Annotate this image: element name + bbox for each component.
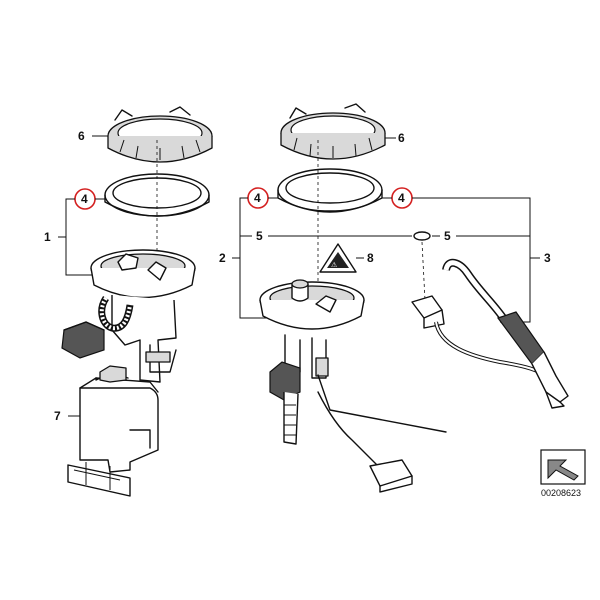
callout-ring-right: 6: [398, 131, 405, 145]
callout-seal-right: 4: [398, 191, 405, 205]
o-ring: [413, 231, 431, 241]
callout-ring-left: 6: [78, 129, 85, 143]
fuel-pump-flange-left: [90, 249, 196, 383]
callout-oring-right: 5: [444, 229, 451, 243]
locking-ring-right: [280, 103, 386, 160]
reference-number: 00208623: [541, 488, 581, 498]
callout-warning-label: 8: [367, 251, 374, 265]
callout-filter-housing: 7: [54, 409, 61, 423]
locking-ring-left: [107, 106, 213, 163]
callout-seal-mid: 4: [254, 191, 261, 205]
svg-text:⚠: ⚠: [331, 261, 338, 269]
callout-group-right: 3: [544, 251, 551, 265]
filter-housing: [67, 365, 159, 497]
corrugated-hose-left: [61, 296, 134, 359]
callout-seal-left: 4: [81, 192, 88, 206]
callout-group-mid: 2: [219, 251, 226, 265]
arrow-icon: [540, 449, 586, 485]
fuel-line-connector: [411, 258, 569, 409]
callout-oring-left: 5: [256, 229, 263, 243]
warning-label-triangle: ⚠: [319, 243, 357, 273]
fuel-level-sender-flange: [259, 279, 447, 493]
seal-ring-right: [277, 168, 383, 213]
callout-group-left: 1: [44, 230, 51, 244]
